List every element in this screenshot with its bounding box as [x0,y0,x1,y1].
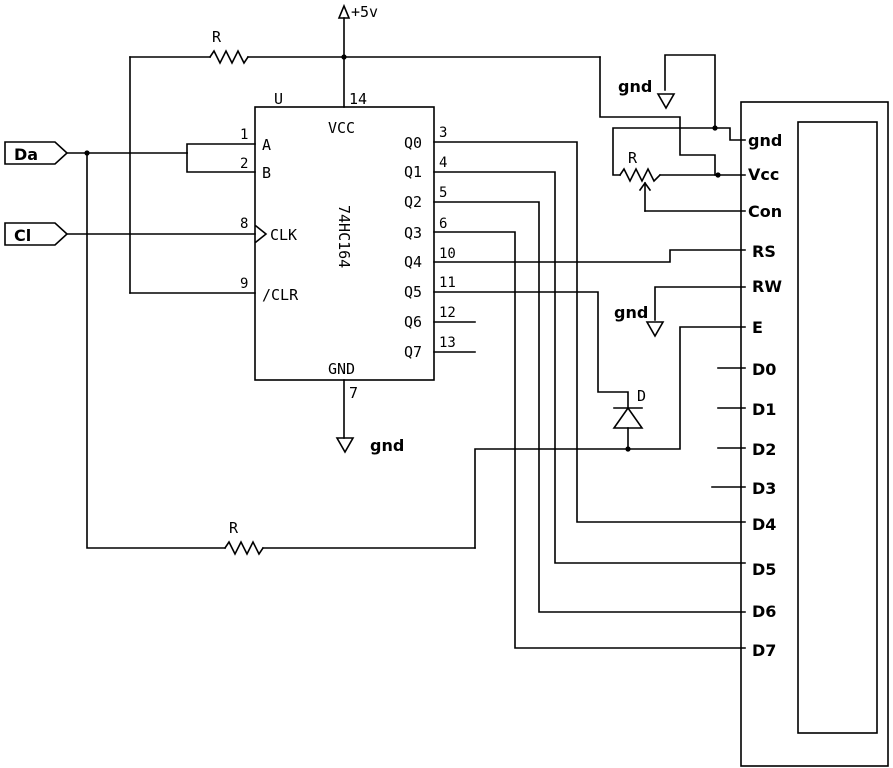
lcd-pin-label: RS [752,242,776,261]
pin-a-wire [186,143,256,154]
lcd-module: gnd Vcc Con RS RW E D0 D1 D2 D3 D4 D5 D6… [740,101,889,767]
q2-to-d6-wire [433,201,746,613]
clock-triangle-icon [254,224,268,244]
pin-number: 9 [240,276,248,292]
pin-name: Q1 [404,163,422,181]
clear-pullup-resistor: R [129,28,601,294]
lcd-pin-label: D7 [752,641,776,660]
lcd-pin-label: Con [748,202,782,221]
pin-name: Q7 [404,343,422,361]
gnd-pin-number: 7 [349,384,358,402]
q1-to-d5-wire [433,171,746,564]
pin-number: 1 [240,127,248,143]
vcc-pin-number: 14 [349,90,367,108]
lcd-pin-label: D2 [752,440,776,459]
junction-dot [715,172,721,178]
pin-number: 10 [439,246,456,262]
pin-name: /CLR [262,286,299,304]
input-da-label: Da [14,145,38,164]
pin-number: 6 [439,216,447,232]
diode-label: D [637,387,646,405]
lcd-ground: gnd [618,54,716,129]
resistor-label: R [212,28,222,46]
resistor-label: R [628,149,638,167]
lcd-pin-label: D6 [752,602,776,621]
lcd-pin-label: D4 [752,515,776,534]
pin-name: Q6 [404,313,422,331]
bottom-resistor: R [86,152,746,556]
diode: D [612,387,646,450]
pin-name: CLK [270,226,297,244]
chip-ref: U [274,90,283,108]
input-cl-label: Cl [14,226,31,245]
pin-b-wire [186,152,256,173]
pin-number: 4 [439,155,447,171]
supply-label: +5v [351,3,378,21]
chip-part-number: 74HC164 [335,205,353,268]
lcd-pin-label: D3 [752,479,776,498]
pin-number: 13 [439,335,456,351]
supply-5v: +5v [337,3,378,108]
pin-number: 5 [439,185,447,201]
rw-ground: gnd [614,286,746,338]
gnd-label: GND [328,360,355,378]
gnd-text: gnd [614,303,648,322]
lcd-pin-label: D0 [752,360,776,379]
q5-to-diode-wire [433,291,629,409]
lcd-pin-label: gnd [748,131,782,150]
pin-number: 12 [439,305,456,321]
lcd-pin-label: D1 [752,400,776,419]
lcd-pin-label: D5 [752,560,776,579]
pin-name: Q2 [404,193,422,211]
gnd-text: gnd [618,77,652,96]
q4-to-rs-wire [433,249,746,263]
lcd-pin-label: E [752,318,763,337]
lcd-pin-label: RW [752,277,782,296]
pin-name: B [262,164,271,182]
pin-name: Q0 [404,134,422,152]
q0-to-d4-wire [433,141,746,523]
ic-74hc164: U 14 VCC GND 7 74HC164 1 A 2 B 8 CLK 9 /… [240,90,456,402]
input-port-cl: Cl [4,222,69,246]
junction-dot [341,54,347,60]
vcc-feed-wire [599,56,716,176]
pin-number: 3 [439,125,447,141]
pin-number: 11 [439,275,456,291]
ic-ground: gnd [335,379,404,455]
lcd-pin-label: Vcc [748,165,779,184]
q3-to-d7-wire [433,231,746,649]
pin-number: 2 [240,156,248,172]
resistor-label: R [229,519,239,537]
pin-name: Q5 [404,283,422,301]
pin-name: Q3 [404,224,422,242]
pin-name: A [262,136,271,154]
input-port-da: Da [4,141,69,165]
pin-number: 8 [240,216,248,232]
vcc-label: VCC [328,119,355,137]
contrast-potentiometer: R [612,127,746,212]
pin-name: Q4 [404,253,422,271]
gnd-text: gnd [370,436,404,455]
